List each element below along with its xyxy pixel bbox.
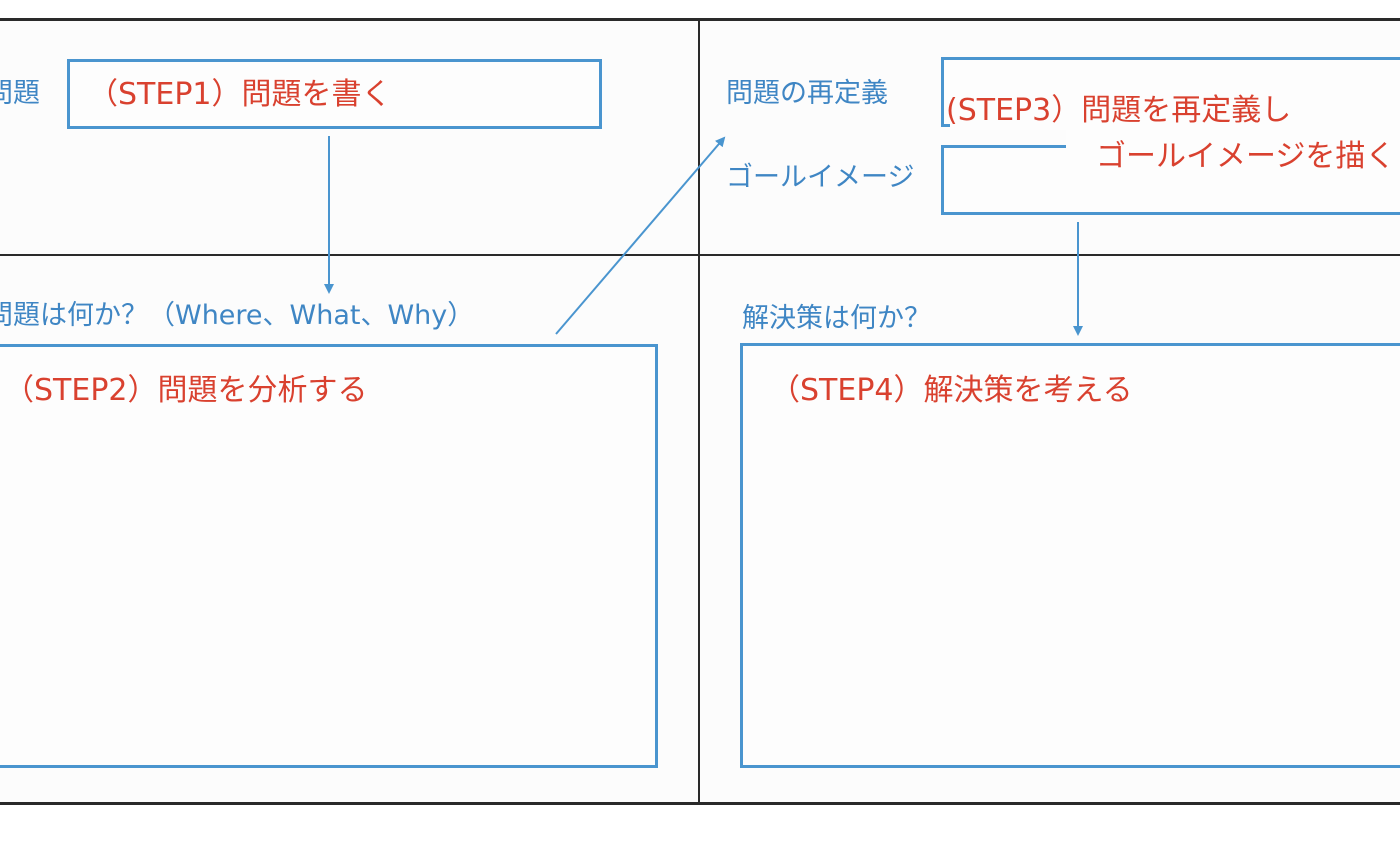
vertical-divider (698, 18, 700, 804)
frame-top-border (0, 18, 1400, 21)
step3-text-mask-top (950, 90, 1345, 130)
problem-box[interactable] (67, 59, 602, 129)
solution-label: 解決策は何か？ (742, 303, 931, 334)
step4-text: （STEP4）解決策を考える (770, 373, 1133, 408)
step2-text: （STEP2）問題を分析する (4, 373, 368, 408)
analysis-box[interactable] (0, 344, 658, 768)
step3-text-line2: ゴールイメージを描く (1096, 139, 1396, 174)
solution-box[interactable] (740, 343, 1400, 768)
step3-text-mask-bottom (1066, 124, 1400, 174)
analysis-label: 問題は何か？（Where、What、Why） (0, 300, 475, 331)
step3-text-line1: (STEP3）問題を再定義し (946, 93, 1292, 128)
horizontal-divider (0, 254, 1400, 256)
problem-label: 問題 (0, 78, 40, 109)
redefine-label: 問題の再定義 (726, 78, 888, 109)
goal-image-label: ゴールイメージ (726, 162, 915, 193)
step1-text: （STEP1）問題を書く (88, 77, 392, 112)
frame-bottom-border (0, 802, 1400, 805)
